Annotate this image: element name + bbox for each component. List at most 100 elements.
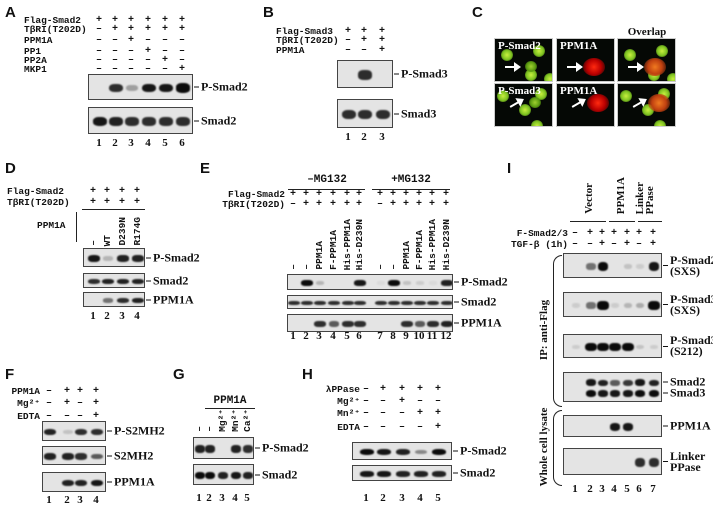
panel-letter-f: F bbox=[5, 366, 15, 383]
protein-band bbox=[413, 471, 429, 477]
protein-band bbox=[358, 70, 372, 80]
target-nucleus bbox=[525, 61, 537, 72]
condition-sign: + bbox=[133, 186, 141, 197]
protein-band bbox=[103, 256, 113, 261]
condition-sign: + bbox=[63, 386, 71, 397]
group-label: PPM1A bbox=[615, 177, 627, 214]
column-label: F-PPM1A bbox=[327, 230, 339, 270]
condition-sign: – bbox=[362, 408, 370, 419]
protein-band bbox=[634, 458, 646, 467]
column-label: His-D239N bbox=[440, 219, 452, 270]
protein-band bbox=[74, 428, 88, 436]
protein-band bbox=[414, 449, 428, 455]
lane-number: 1 bbox=[345, 131, 351, 143]
condition-sign: – bbox=[111, 46, 119, 57]
condition-sign: + bbox=[92, 398, 100, 409]
condition-sign: + bbox=[355, 189, 363, 200]
protein-band bbox=[414, 321, 426, 327]
condition-sign: – bbox=[45, 386, 53, 397]
label-tick bbox=[255, 447, 260, 449]
condition-sign: – bbox=[45, 398, 53, 409]
blot-label-text: Smad2 bbox=[201, 113, 237, 127]
protein-band bbox=[328, 300, 340, 306]
nucleus bbox=[624, 49, 636, 61]
protein-band bbox=[609, 423, 621, 431]
protein-band bbox=[176, 117, 190, 126]
condition-sign: + bbox=[623, 239, 631, 250]
label-tick bbox=[663, 345, 668, 347]
blot-label-text: P-Smad2 bbox=[153, 250, 200, 264]
lane-number: 3 bbox=[316, 330, 322, 342]
western-blot bbox=[287, 314, 453, 332]
western-blot bbox=[287, 295, 453, 309]
lane-number: 3 bbox=[219, 492, 225, 504]
condition-sign: + bbox=[89, 197, 97, 208]
label-tick bbox=[194, 86, 199, 88]
blot-label: Linker PPase bbox=[663, 450, 705, 473]
blot-label-text: PPM1A bbox=[670, 418, 711, 433]
condition-label: Flag-Smad2 bbox=[24, 15, 82, 26]
protein-band bbox=[231, 445, 241, 453]
blot-label-text: Smad2 bbox=[460, 465, 496, 480]
protein-band bbox=[195, 445, 205, 453]
condition-label: TβRI(T202D) bbox=[24, 24, 87, 35]
condition-sign: – bbox=[63, 411, 71, 422]
condition-sign: – bbox=[571, 228, 579, 239]
blot-label: Smad2 bbox=[663, 374, 706, 389]
protein-band bbox=[328, 321, 340, 327]
ppm1a-cell bbox=[644, 58, 666, 76]
western-blot bbox=[563, 253, 662, 278]
lane-number: 1 bbox=[96, 137, 102, 149]
condition-sign: – bbox=[111, 35, 119, 46]
label-tick bbox=[454, 301, 459, 303]
fluorescence-image bbox=[617, 83, 676, 127]
protein-band bbox=[159, 117, 173, 126]
protein-band bbox=[597, 301, 609, 310]
protein-band bbox=[376, 448, 392, 456]
image-label: P-Smad3 bbox=[498, 85, 541, 97]
condition-sign: + bbox=[111, 24, 119, 35]
column-label: – bbox=[300, 264, 312, 270]
blot-label-text: Smad2 bbox=[670, 374, 706, 389]
group-line bbox=[638, 221, 662, 222]
protein-band bbox=[635, 302, 645, 309]
condition-sign: + bbox=[416, 408, 424, 419]
column-label-text: – bbox=[287, 264, 299, 270]
condition-sign: – bbox=[178, 35, 186, 46]
lane-number: 4 bbox=[417, 492, 423, 504]
column-label-text: F-PPM1A bbox=[413, 230, 425, 270]
protein-band bbox=[571, 344, 581, 350]
lane-number: 3 bbox=[77, 494, 83, 506]
panel-letter-d: D bbox=[5, 160, 16, 177]
column-label: Mn²⁺ bbox=[229, 409, 241, 432]
column-label-text: – bbox=[374, 264, 386, 270]
condition-sign: + bbox=[127, 35, 135, 46]
blot-label: Smad2 bbox=[454, 296, 496, 308]
lane-number: 6 bbox=[636, 483, 642, 495]
protein-band bbox=[342, 300, 354, 306]
condition-sign: – bbox=[161, 64, 169, 75]
lane-number: 4 bbox=[330, 330, 336, 342]
panel-letter-a: A bbox=[5, 4, 16, 21]
label-tick bbox=[663, 265, 668, 266]
blot-label: P-S2MH2 bbox=[107, 425, 165, 437]
blot-label-text: P-Smad2 bbox=[201, 79, 248, 94]
condition-sign: + bbox=[127, 15, 135, 26]
condition-sign: – bbox=[362, 422, 370, 433]
lane-number: 3 bbox=[128, 137, 134, 149]
protein-band bbox=[102, 298, 114, 303]
group-label: Vector bbox=[583, 183, 595, 214]
column-label-text: R174G bbox=[131, 217, 143, 246]
label-tick bbox=[454, 281, 459, 283]
condition-sign: – bbox=[127, 46, 135, 57]
protein-band bbox=[359, 471, 375, 477]
lane-number: 3 bbox=[399, 492, 405, 504]
condition-sign: + bbox=[344, 26, 352, 37]
image-label: PPM1A bbox=[560, 85, 598, 97]
protein-band bbox=[43, 428, 57, 436]
group-label-text: PPM1A bbox=[615, 176, 627, 214]
label-tick bbox=[663, 425, 668, 427]
arrow-icon bbox=[509, 96, 525, 108]
condition-sign: + bbox=[92, 386, 100, 397]
western-blot bbox=[352, 442, 452, 460]
